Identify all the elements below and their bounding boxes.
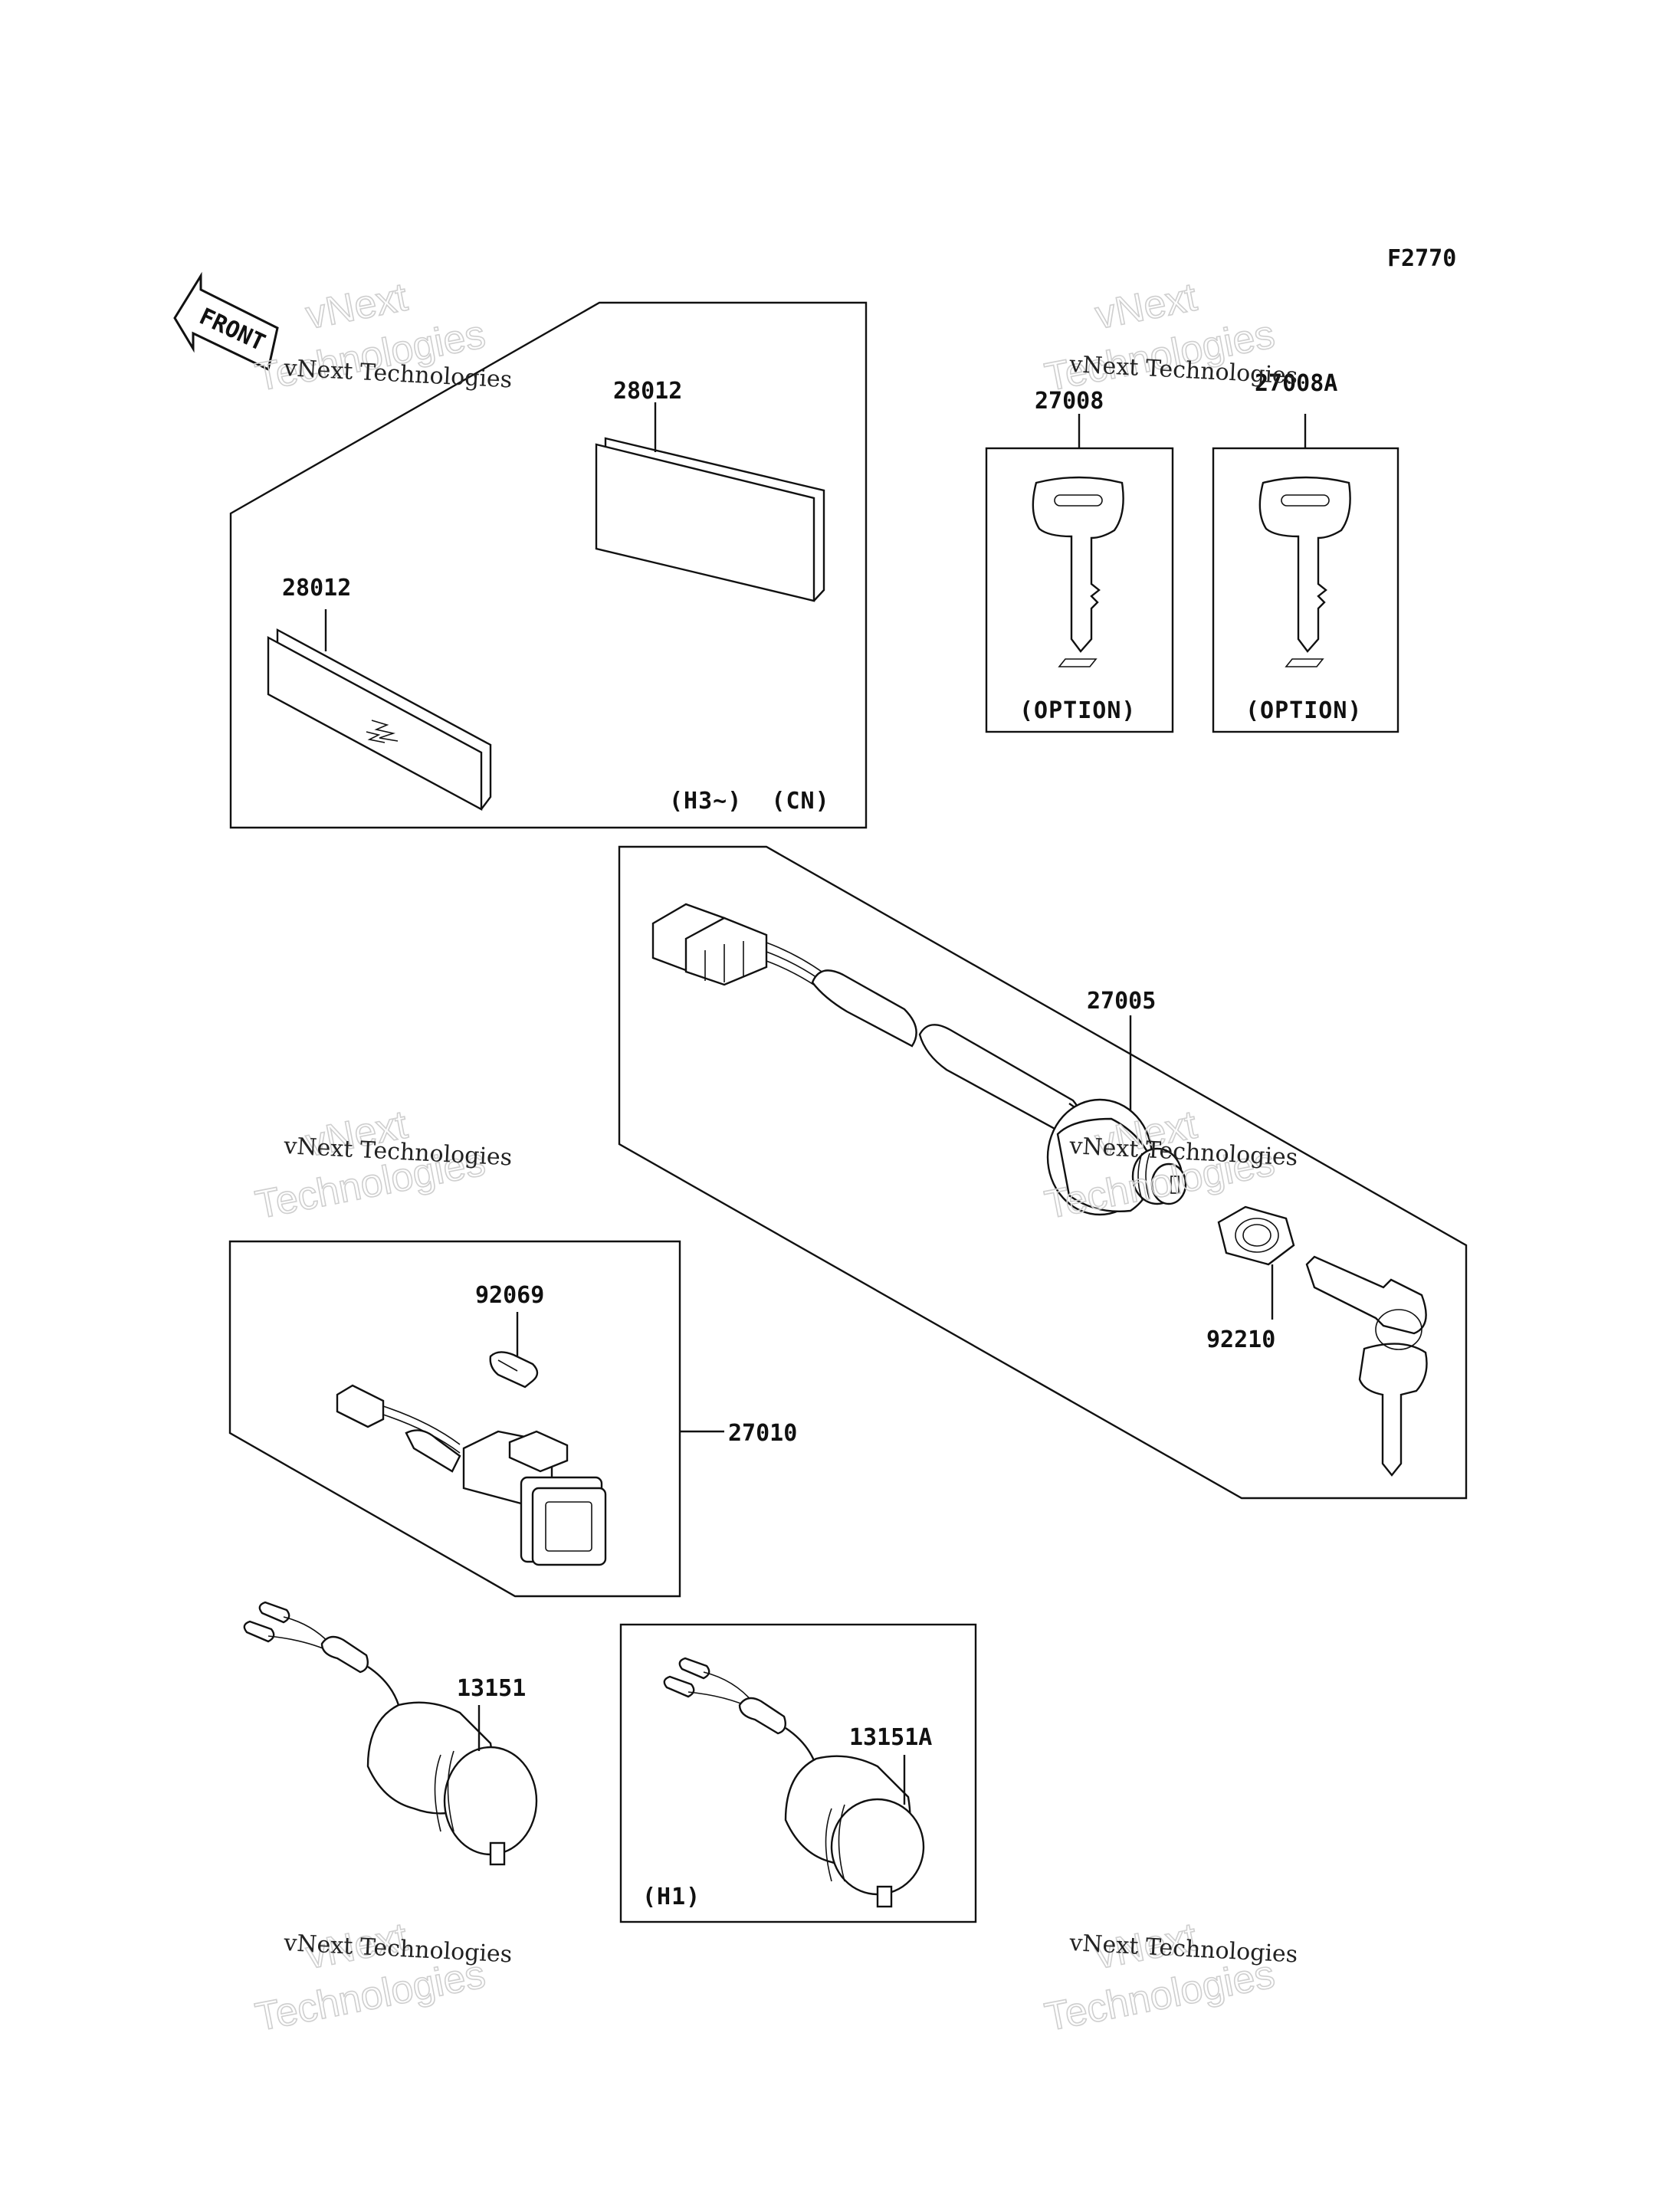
key-box-1: 27008 (OPTION) (985, 388, 1174, 733)
label-27005: 27005 (1087, 988, 1156, 1015)
note-h3-cn: (H3~) (CN) (669, 788, 830, 815)
label-27010: 27010 (728, 1420, 797, 1447)
note-h1: (H1) (642, 1884, 701, 1910)
key-icon-2 (1258, 476, 1351, 653)
watermark-bottom-left: vNext Technologies (251, 1914, 490, 2041)
nut-part (1217, 1205, 1295, 1266)
label-27008: 27008 (1035, 388, 1104, 415)
reflector-front-part (267, 609, 492, 812)
watermark-bottom-right: vNext Technologies (1041, 1914, 1279, 2041)
socket-part (243, 1601, 538, 1866)
reflector-rear-part (595, 402, 825, 602)
figure-code: F2770 (1387, 245, 1456, 272)
ignition-switch-box: 27005 92210 (618, 845, 1468, 1500)
switch-body-part (462, 1430, 607, 1566)
bulb-part (489, 1351, 539, 1389)
note-option-1: (OPTION) (1019, 697, 1137, 724)
socket-a-part (663, 1657, 925, 1908)
ignition-keys-icon (1305, 1255, 1428, 1477)
reflector-box: 28012 28012 (H3~) (CN) (229, 301, 868, 829)
ignition-switch-part (1046, 1098, 1187, 1216)
key-icon-1 (1032, 476, 1124, 653)
label-27008a: 27008A (1255, 370, 1337, 397)
switch-assy-box: 27010 92069 (228, 1240, 797, 1598)
label-28012-front: 28012 (282, 575, 351, 602)
label-92210: 92210 (1206, 1326, 1275, 1353)
note-option-2: (OPTION) (1245, 697, 1363, 724)
key-box-2: 27008A (OPTION) (1212, 370, 1399, 733)
ignition-connector-part (651, 903, 768, 986)
label-13151: 13151 (457, 1675, 526, 1702)
label-13151a: 13151A (849, 1724, 932, 1751)
label-28012-rear: 28012 (613, 378, 682, 405)
label-92069: 92069 (475, 1282, 544, 1309)
socket-a-box: (H1) 13151A (619, 1623, 977, 1923)
